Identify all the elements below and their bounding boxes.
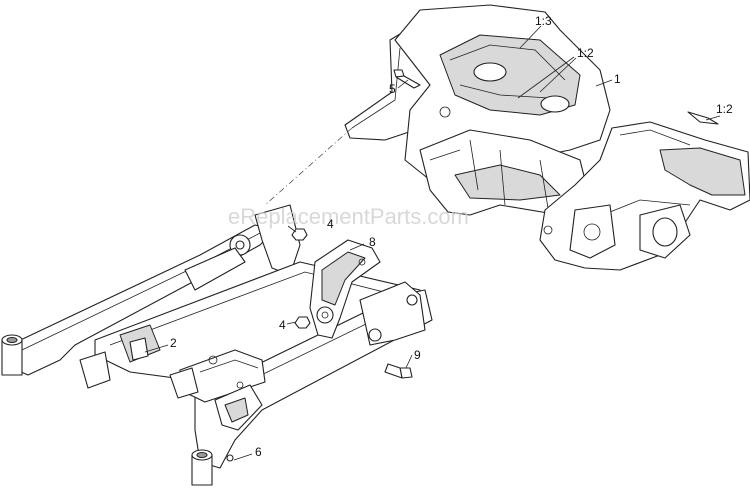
callout-4-lower: 4 xyxy=(279,318,286,332)
caster-tube-left[interactable] xyxy=(1,334,23,376)
caster-tube-right[interactable] xyxy=(191,449,213,486)
callout-9: 9 xyxy=(414,348,421,362)
callout-5: 5 xyxy=(389,82,396,96)
callout-1: 1 xyxy=(614,72,621,86)
callout-1-3: 1:3 xyxy=(535,14,552,28)
part-1-2-detached-piece[interactable] xyxy=(687,111,719,125)
watermark-text: eReplacementParts.com xyxy=(228,204,469,229)
callout-6: 6 xyxy=(255,445,262,459)
bolt-9[interactable] xyxy=(384,363,413,379)
callout-8: 8 xyxy=(369,235,376,249)
part-6-tube-fitting[interactable] xyxy=(226,454,234,462)
bolt-5[interactable] xyxy=(393,69,421,89)
nut-4-lower[interactable] xyxy=(294,316,311,329)
callout-2: 2 xyxy=(170,336,177,350)
callout-1-2-right: 1:2 xyxy=(716,102,733,116)
bracket-part-8[interactable] xyxy=(309,239,381,339)
leader-lines xyxy=(144,25,721,461)
alignment-line xyxy=(264,127,353,206)
callout-1-2-top: 1:2 xyxy=(577,46,594,60)
main-frame-part-1[interactable] xyxy=(344,4,750,271)
callout-4-upper: 4 xyxy=(327,217,334,231)
